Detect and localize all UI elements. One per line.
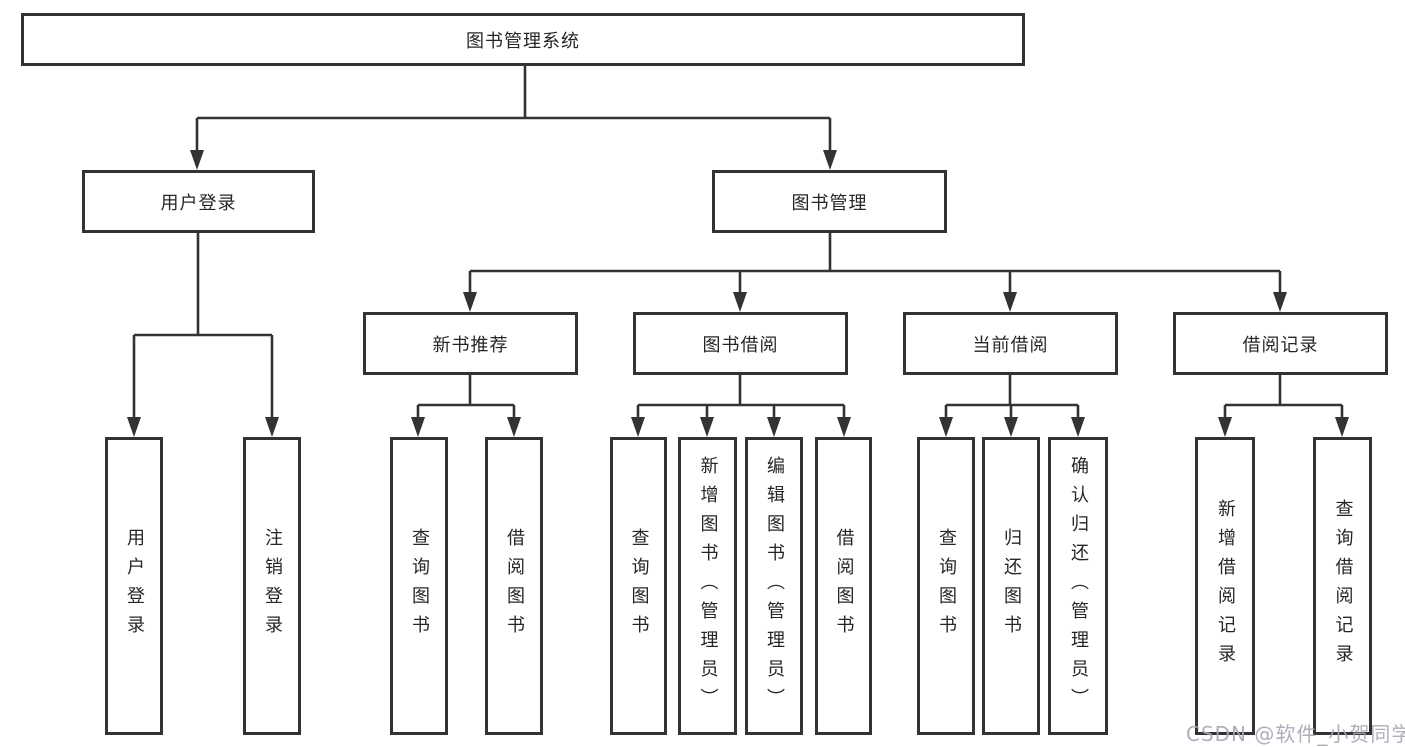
node-label: 归还图书 xyxy=(1001,528,1022,644)
node-book-management: 图书管理 xyxy=(712,170,947,233)
node-leaf-add-book-admin: 新增图书（管理员） xyxy=(678,437,737,735)
node-label: 借阅图书 xyxy=(833,528,855,644)
node-leaf-return-book: 归还图书 xyxy=(982,437,1040,735)
node-leaf-logout: 注销登录 xyxy=(243,437,301,735)
node-label: 图书管理 xyxy=(791,192,868,214)
node-label: 借阅图书 xyxy=(504,528,525,644)
watermark: CSDN @软件_小贺同学 xyxy=(1186,722,1405,746)
node-leaf-borrow-books-recommend: 借阅图书 xyxy=(485,437,543,735)
node-leaf-query-books-current: 查询图书 xyxy=(917,437,975,735)
node-leaf-query-borrow-record: 查询借阅记录 xyxy=(1313,437,1372,735)
node-label: 用户登录 xyxy=(160,192,237,214)
node-label: 查询图书 xyxy=(628,528,650,644)
node-root: 图书管理系统 xyxy=(21,13,1025,66)
node-label: 查询图书 xyxy=(936,528,957,644)
node-label: 注销登录 xyxy=(262,528,283,644)
node-label: 新书推荐 xyxy=(432,334,509,356)
node-label: 当前借阅 xyxy=(972,334,1049,356)
node-current-borrowing: 当前借阅 xyxy=(903,312,1118,375)
node-leaf-borrow-books: 借阅图书 xyxy=(815,437,872,735)
node-leaf-user-login: 用户登录 xyxy=(105,437,163,735)
node-label: 确认归还（管理员） xyxy=(1068,455,1089,717)
node-label: 借阅记录 xyxy=(1242,334,1319,356)
node-label: 编辑图书（管理员） xyxy=(764,455,785,717)
node-label: 新增借阅记录 xyxy=(1215,499,1236,673)
node-user-login: 用户登录 xyxy=(82,170,315,233)
node-leaf-add-borrow-record: 新增借阅记录 xyxy=(1195,437,1255,735)
node-label: 图书管理系统 xyxy=(466,30,580,52)
node-label: 图书借阅 xyxy=(702,334,779,356)
node-leaf-query-books-borrow: 查询图书 xyxy=(610,437,667,735)
node-label: 用户登录 xyxy=(124,528,145,644)
node-leaf-query-books-recommend: 查询图书 xyxy=(390,437,448,735)
node-new-book-recommendation: 新书推荐 xyxy=(363,312,578,375)
node-book-borrowing: 图书借阅 xyxy=(633,312,848,375)
node-leaf-confirm-return-admin: 确认归还（管理员） xyxy=(1048,437,1108,735)
node-leaf-edit-book-admin: 编辑图书（管理员） xyxy=(745,437,803,735)
node-label: 查询图书 xyxy=(409,528,430,644)
node-label: 查询借阅记录 xyxy=(1332,499,1354,673)
node-label: 新增图书（管理员） xyxy=(697,455,719,717)
node-borrowing-records: 借阅记录 xyxy=(1173,312,1388,375)
